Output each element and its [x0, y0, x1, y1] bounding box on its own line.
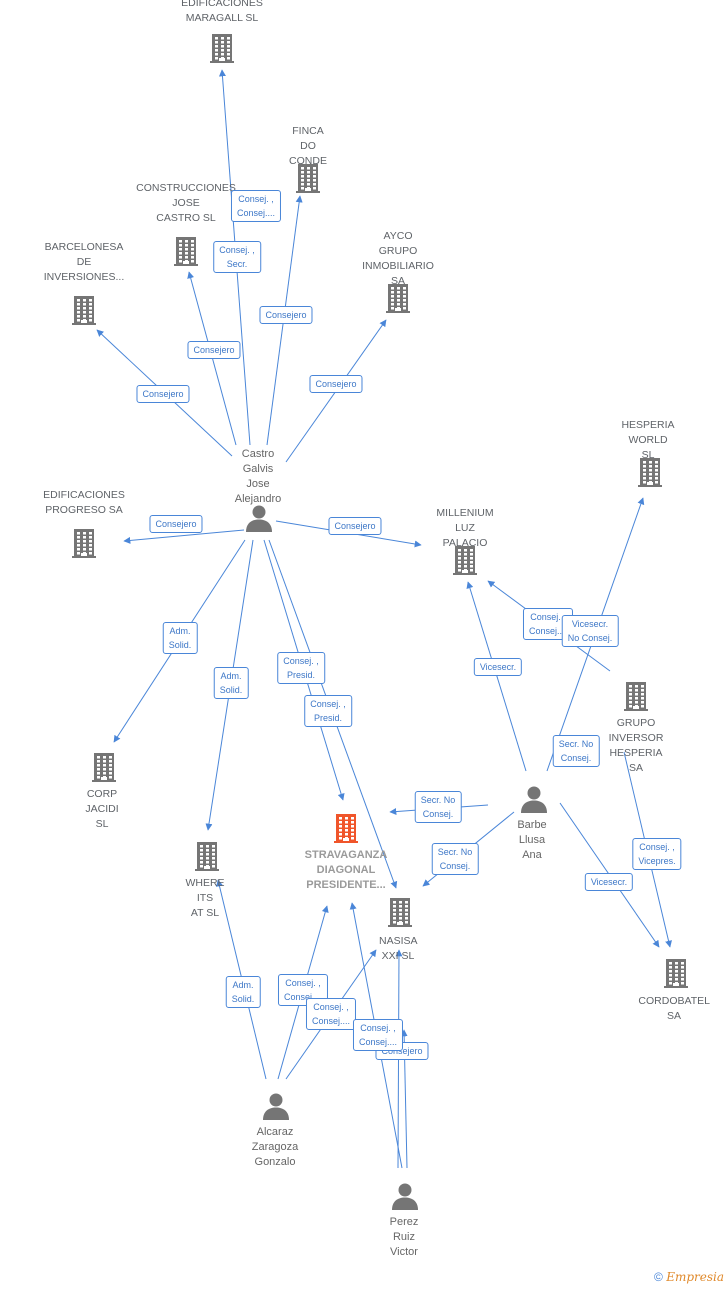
person-label: Perez Ruiz Victor — [389, 1216, 419, 1258]
building-icon — [660, 957, 692, 994]
person-label: Castro Galvis Jose Alejandro — [234, 448, 282, 505]
empresia-logo: Empresia — [666, 1270, 724, 1284]
building-icon — [620, 680, 652, 717]
building-icon — [292, 162, 324, 199]
building-icon — [68, 294, 100, 331]
building-icon — [330, 812, 362, 849]
relation-label[interactable]: Consejero — [259, 306, 313, 324]
main-company-label: STRAVAGANZA DIAGONAL PRESIDENTE... — [304, 849, 388, 891]
company-label: CORDOBATEL SA — [638, 995, 710, 1022]
empresia-credit: © Empresia — [654, 1270, 724, 1284]
relation-label[interactable]: Consej. , Vicepres. — [632, 838, 682, 870]
person-label: Barbe Llusa Ana — [517, 819, 547, 861]
building-icon — [634, 456, 666, 493]
relation-edge — [123, 529, 245, 544]
relation-label[interactable]: Consej. , Secr. — [213, 241, 261, 273]
company-label: AYCO GRUPO INMOBILIARIO SA — [362, 230, 434, 287]
building-icon — [191, 840, 223, 877]
company-label: EDIFICACIONES MARAGALL SL — [181, 0, 263, 24]
building-icon — [88, 751, 120, 788]
relation-label[interactable]: Consej. , Consej.... — [352, 1019, 404, 1051]
relation-label[interactable]: Vicesecr. — [584, 873, 634, 891]
relation-edge — [466, 581, 527, 772]
relation-label[interactable]: Adm. Solid. — [162, 622, 198, 654]
company-label: CORP JACIDI SL — [85, 788, 119, 830]
relation-label[interactable]: Secr. No Consej. — [414, 791, 462, 823]
relation-label[interactable]: Vicesecr. — [473, 658, 523, 676]
person-icon — [261, 1091, 291, 1126]
relation-label[interactable]: Secr. No Consej. — [431, 843, 479, 875]
company-label: BARCELONESA DE INVERSIONES... — [43, 241, 125, 283]
copyright-symbol: © — [654, 1270, 663, 1284]
building-icon — [206, 32, 238, 69]
building-icon — [382, 282, 414, 319]
relation-label[interactable]: Consej. , Consej.... — [230, 190, 282, 222]
relation-label[interactable]: Consejero — [309, 375, 363, 393]
building-icon — [449, 544, 481, 581]
person-icon — [390, 1181, 420, 1216]
relation-label[interactable]: Consejero — [328, 517, 382, 535]
relation-label[interactable]: Consej. , Consej.... — [305, 998, 357, 1030]
relation-label[interactable]: Consejero — [136, 385, 190, 403]
relation-label[interactable]: Vicesecr. No Consej. — [561, 615, 619, 647]
building-icon — [384, 896, 416, 933]
relation-label[interactable]: Consejero — [149, 515, 203, 533]
company-label: NASISA XXI SL — [379, 935, 418, 962]
person-label: Alcaraz Zaragoza Gonzalo — [251, 1126, 299, 1168]
company-label: HESPERIA WORLD SL — [621, 419, 675, 461]
company-label: EDIFICACIONES PROGRESO SA — [43, 489, 125, 516]
relation-label[interactable]: Consej. , Presid. — [304, 695, 352, 727]
company-label: WHERE ITS AT SL — [185, 877, 225, 919]
company-label: CONSTRUCCIONES JOSE CASTRO SL — [136, 182, 236, 224]
relation-label[interactable]: Adm. Solid. — [213, 667, 249, 699]
relation-label[interactable]: Consej. , Presid. — [277, 652, 325, 684]
relation-label[interactable]: Consejero — [187, 341, 241, 359]
company-label: GRUPO INVERSOR HESPERIA SA — [608, 717, 664, 774]
building-icon — [170, 235, 202, 272]
relation-label[interactable]: Adm. Solid. — [225, 976, 261, 1008]
relation-label[interactable]: Secr. No Consej. — [552, 735, 600, 767]
person-icon — [244, 503, 274, 538]
building-icon — [68, 527, 100, 564]
person-icon — [519, 784, 549, 819]
